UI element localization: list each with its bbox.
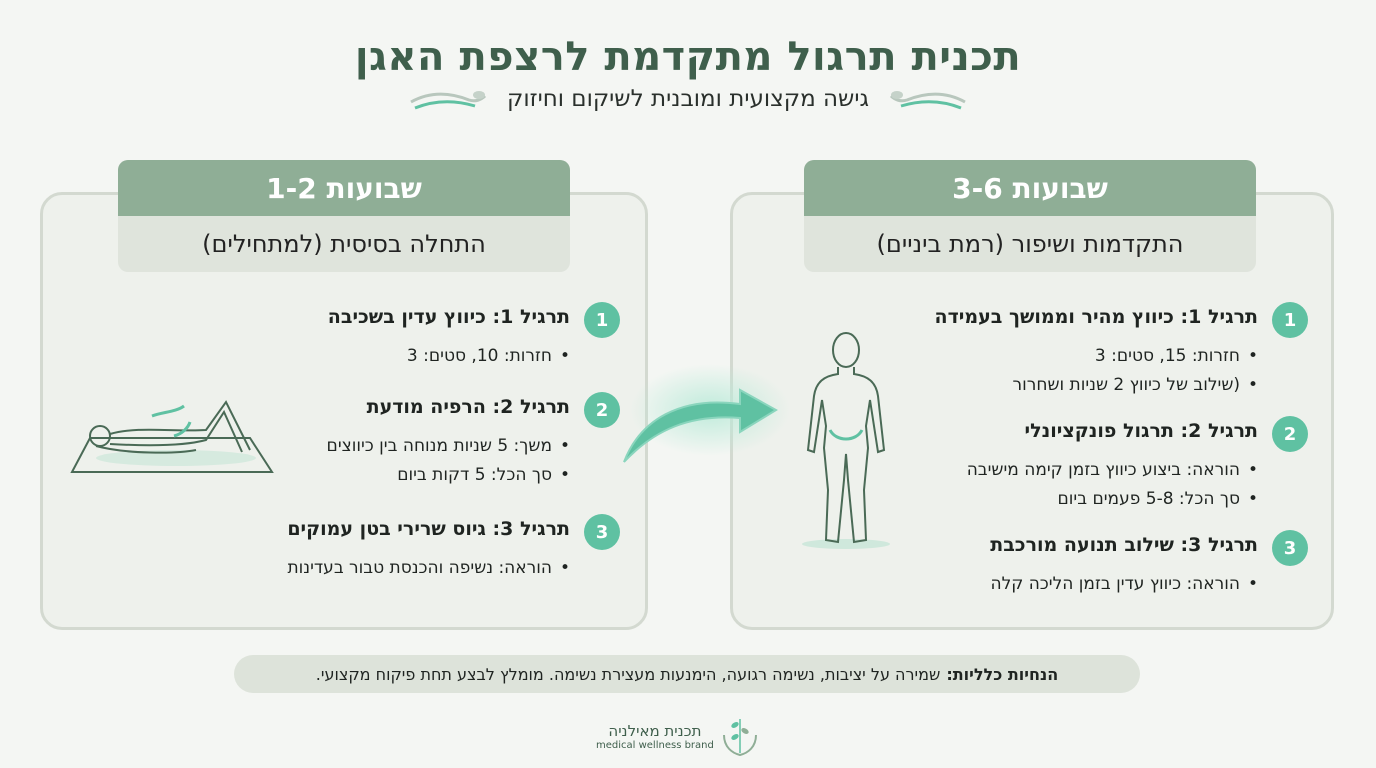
exercise-number-badge: 3 [1272, 530, 1308, 566]
exercise-detail: חזרות: 10, סטים: 3 [407, 342, 570, 371]
note-text: שמירה על יציבות, נשימה רגועה, הימנעות מע… [315, 664, 941, 684]
page-subtitle: גישה מקצועית ומובנית לשיקום וחיזוק [507, 86, 869, 112]
standing-figure-illustration [802, 332, 890, 549]
exercise-number-badge: 1 [1272, 302, 1308, 338]
phase-weeks-label: שבועות 3-6 [804, 160, 1256, 216]
exercise-name: תרגיל 3: שילוב תנועה מורכבת [990, 534, 1258, 556]
exercise-number-badge: 2 [1272, 416, 1308, 452]
exercise-item: 3 תרגיל 3: שילוב תנועה מורכבת הוראה: כיו… [900, 530, 1308, 610]
exercise-detail: הוראה: נשיפה והכנסת טבור בעדינות [287, 554, 570, 583]
phase-level-label: התחלה בסיסית (למתחילים) [202, 230, 486, 258]
brand-tagline: medical wellness brand [596, 739, 714, 751]
brand-logo: תכנית מאילניה medical wellness brand [596, 712, 776, 760]
exercise-item: 2 תרגיל 2: תרגול פונקציונלי הוראה: ביצוע… [900, 416, 1308, 526]
exercise-name: תרגיל 1: כיווץ מהיר וממושך בעמידה [934, 306, 1258, 328]
exercise-detail: (שילוב של כיווץ 2 שניות ושחרור [1013, 371, 1259, 400]
wave-ornament-left [410, 91, 487, 110]
exercise-detail: הוראה: כיווץ עדין בזמן הליכה קלה [990, 570, 1258, 599]
exercise-name: תרגיל 2: תרגול פונקציונלי [1024, 420, 1258, 442]
brand-text: תכנית מאילניה medical wellness brand [596, 722, 714, 751]
exercise-name: תרגיל 1: כיווץ עדין בשכיבה [327, 306, 570, 328]
exercise-number-badge: 1 [584, 302, 620, 338]
phase-header-weeks-3-6: שבועות 3-6 התקדמות ושיפור (רמת ביניים) [804, 160, 1256, 272]
progression-arrow-icon [623, 364, 790, 463]
note-label: הנחיות כלליות: [946, 664, 1059, 684]
exercise-name: תרגיל 3: גיוס שרירי בטן עמוקים [287, 518, 570, 540]
lying-exercise-illustration [70, 400, 274, 473]
brand-name: תכנית מאילניה [608, 721, 702, 740]
page-title: תכנית תרגול מתקדמת לרצפת האגן [354, 34, 1022, 80]
exercise-item: 2 תרגיל 2: הרפיה מודעת משך: 5 שניות מנוח… [230, 392, 620, 502]
exercise-item: 1 תרגיל 1: כיווץ עדין בשכיבה חזרות: 10, … [230, 302, 620, 382]
hands-leaf-icon [722, 719, 757, 757]
exercise-number-badge: 3 [584, 514, 620, 550]
phase-weeks-label: שבועות 1-2 [118, 160, 570, 216]
wave-ornament-right [889, 91, 966, 110]
general-guidelines-note: הנחיות כלליות: שמירה על יציבות, נשימה רג… [234, 655, 1140, 693]
exercise-number-badge: 2 [584, 392, 620, 428]
phase-header-weeks-1-2: שבועות 1-2 התחלה בסיסית (למתחילים) [118, 160, 570, 272]
exercise-detail: סך הכל: 5-8 פעמים ביום [967, 485, 1259, 514]
exercise-item: 3 תרגיל 3: גיוס שרירי בטן עמוקים הוראה: … [230, 514, 620, 594]
phase-level-label: התקדמות ושיפור (רמת ביניים) [876, 230, 1184, 258]
exercise-detail: סך הכל: 5 דקות ביום [327, 461, 570, 490]
exercise-detail: הוראה: ביצוע כיווץ בזמן קימה מישיבה [967, 456, 1259, 485]
exercise-detail: משך: 5 שניות מנוחה בין כיווצים [327, 432, 571, 461]
exercise-item: 1 תרגיל 1: כיווץ מהיר וממושך בעמידה חזרו… [900, 302, 1308, 402]
exercise-name: תרגיל 2: הרפיה מודעת [366, 396, 570, 418]
exercise-detail: חזרות: 15, סטים: 3 [1013, 342, 1259, 371]
subtitle-row: גישה מקצועית ומובנית לשיקום וחיזוק [0, 86, 1376, 112]
